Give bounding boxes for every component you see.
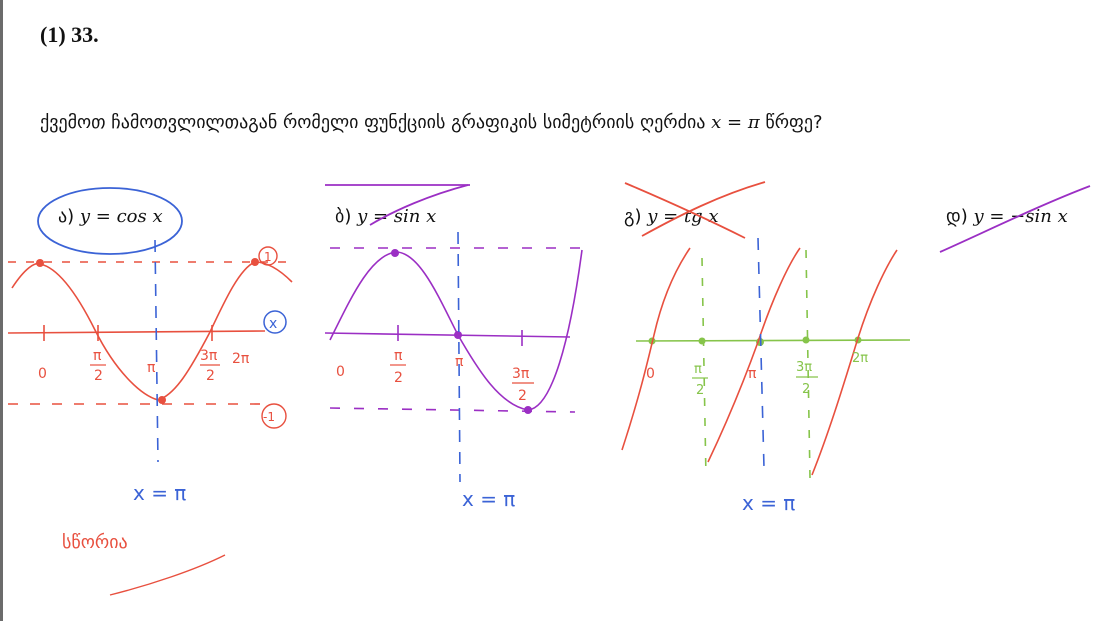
graph-c-symmetry-axis <box>757 237 765 469</box>
question-number: (1) 33. <box>40 22 99 47</box>
option-d: დ) y = −sin x <box>946 206 1068 227</box>
option-c-label: გ) <box>624 206 642 227</box>
graph-c-label-pi-half-bot: 2 <box>696 383 704 398</box>
graph-c-axis-equation: x = π <box>742 491 795 515</box>
graph-a-tick-labels: 0 π 2 π 3π 2 2π <box>38 348 250 384</box>
option-d-label: დ) <box>946 206 968 227</box>
graph-b-max-point <box>391 249 399 257</box>
graph-b-symmetry-axis <box>457 231 461 483</box>
graph-c-label-pi: π <box>748 366 757 382</box>
graph-b-line-minus-one <box>329 407 576 413</box>
graph-a-minus-one-circle <box>261 403 287 429</box>
graph-a-max-point-right <box>251 258 259 266</box>
graph-c-cross-stroke-1 <box>624 182 746 239</box>
question-text-suffix: წრფე? <box>759 112 823 133</box>
graph-a-label-two-pi: 2π <box>232 351 250 367</box>
graph-c-branch-3 <box>811 249 898 476</box>
graph-c-tick-labels: π 2 3π 2 2π <box>692 351 868 398</box>
graph-c-branch-1 <box>621 247 691 451</box>
graph-c-branches <box>621 247 898 476</box>
option-d-strike <box>939 185 1091 253</box>
graph-c-label-three-pi-bot: 2 <box>802 382 810 397</box>
option-a-function: y = cos x <box>79 206 163 227</box>
graph-b-label-three-pi-bot: 2 <box>518 388 527 404</box>
graph-b-axis-equation: x = π <box>462 487 515 511</box>
answer-underline <box>109 554 226 596</box>
graph-a-minus-one-label: -1 <box>263 410 275 424</box>
option-c-function: y = tg x <box>647 206 719 227</box>
question-text-math: x = π <box>711 112 760 133</box>
graph-b-label-three-pi-top: 3π <box>512 366 530 382</box>
graph-a-one-label: 1 <box>264 250 272 264</box>
graph-c-label-two-pi: 2π <box>852 351 868 366</box>
graph-b-curve <box>329 249 583 411</box>
option-b-label: ბ) <box>335 206 352 227</box>
graph-a-x-circle <box>263 310 287 334</box>
graph-b-label-pi: π <box>455 354 464 370</box>
option-a: ა) y = cos x <box>58 206 163 227</box>
graph-a-symmetry-axis <box>154 239 159 463</box>
graph-a <box>7 261 293 405</box>
graph-a-label-three-pi-bot: 2 <box>206 368 215 384</box>
graph-a-axis-equation: x = π <box>133 481 186 505</box>
graph-b-check-stroke <box>369 184 469 226</box>
graph-c-label-pi-half-top: π <box>694 362 702 377</box>
graph-a-min-point <box>158 396 166 404</box>
graph-a-x-axis <box>7 330 266 334</box>
graph-a-one-circle <box>258 246 278 266</box>
graph-a-label-pi-half-top: π <box>93 348 102 364</box>
graph-c-pi-half-point <box>698 337 706 345</box>
page-left-border <box>0 0 3 621</box>
graph-c-guides <box>635 249 911 479</box>
answer-circle-a <box>37 187 183 255</box>
graph-c-asymptote-pi-half <box>701 257 707 479</box>
graph-c-cross-stroke-2 <box>641 181 766 237</box>
graph-a-label-pi: π <box>147 360 156 376</box>
graph-c-x-axis <box>635 339 911 342</box>
graph-a-label-three-pi-top: 3π <box>200 348 218 364</box>
graph-c-label-three-pi-top: 3π <box>796 360 812 375</box>
graph-a-max-point-left <box>36 259 44 267</box>
graph-c-three-pi-half-point <box>802 336 810 344</box>
graph-b-x-axis <box>324 332 571 338</box>
graph-c-branch-2 <box>707 247 801 463</box>
graph-a-label-0: 0 <box>38 366 47 382</box>
question-text: ქვემოთ ჩამოთვლილთაგან რომელი ფუნქციის გრ… <box>40 112 823 133</box>
graph-b-label-0: 0 <box>336 364 345 380</box>
graph-c-red-labels: 0 π <box>646 366 757 382</box>
graph-b-tick-labels: 0 π 2 π 3π 2 <box>336 348 534 404</box>
graph-b <box>324 247 583 413</box>
graph-c-label-0: 0 <box>646 366 655 382</box>
option-c: გ) y = tg x <box>624 206 719 227</box>
graph-b-min-point <box>524 406 532 414</box>
question-text-prefix: ქვემოთ ჩამოთვლილთაგან რომელი ფუნქციის გრ… <box>40 112 712 133</box>
graph-b-pi-point <box>454 331 462 339</box>
graph-a-x-label: x <box>269 316 277 332</box>
graph-b-label-pi-half-bot: 2 <box>394 370 403 386</box>
answer-word: სწორია <box>62 532 128 553</box>
option-d-function: y = −sin x <box>973 206 1068 227</box>
option-a-label: ა) <box>58 206 75 227</box>
graph-b-label-pi-half-top: π <box>394 348 403 364</box>
graph-a-label-pi-half-bot: 2 <box>94 368 103 384</box>
